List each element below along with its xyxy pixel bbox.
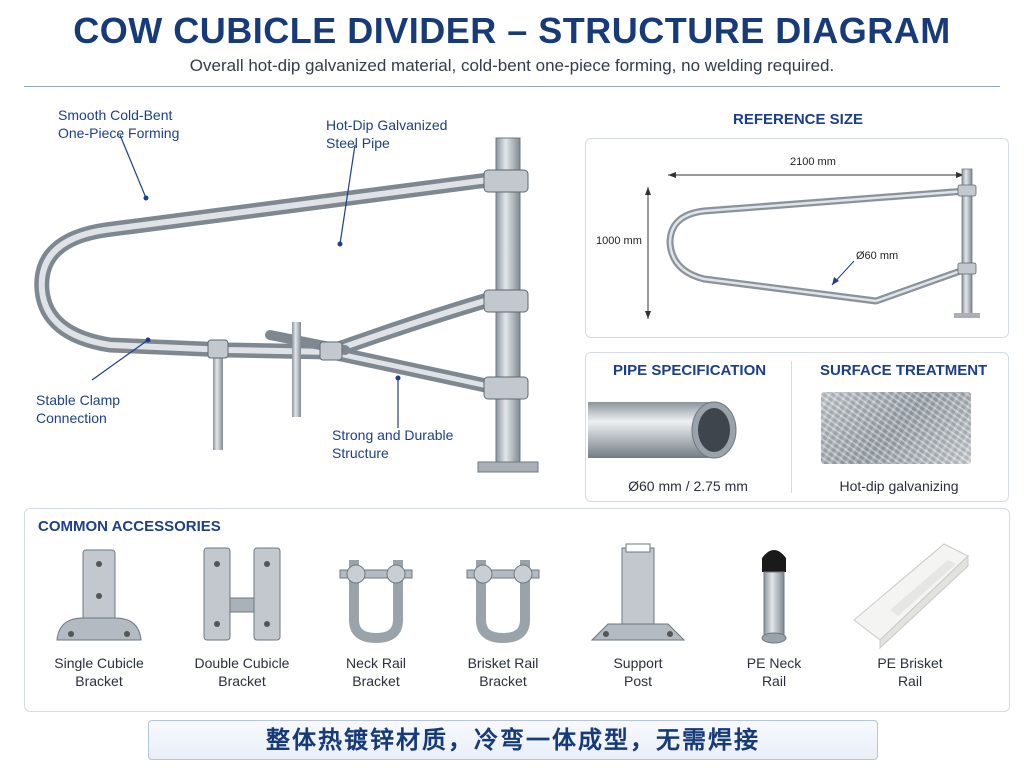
accessories-title: COMMON ACCESSORIES (38, 518, 221, 535)
diameter-label: Ø60 mm (856, 250, 899, 262)
accessory-double-cubicle-bracket: Double Cubicle Bracket (182, 540, 302, 690)
header-divider (24, 86, 1000, 87)
accessory-pe-brisket-rail: PE Brisket Rail (850, 540, 970, 690)
reference-size-drawing (645, 168, 980, 319)
clamp (319, 341, 343, 361)
callout-strong: Strong and Durable Structure (332, 427, 454, 461)
clamp (483, 376, 529, 400)
pe-brisket-rail-icon (853, 543, 969, 650)
accessory-brisket-rail-bracket: Brisket Rail Bracket (443, 540, 563, 690)
accessory-single-cubicle-bracket: Single Cubicle Bracket (39, 540, 159, 690)
chinese-summary-banner: 整体热镀锌材质，冷弯一体成型，无需焊接 (148, 720, 878, 760)
single-bracket-icon (56, 549, 142, 641)
height-dimension-label: 1000 mm (596, 235, 642, 247)
clamp (483, 169, 529, 193)
accessory-support-post: Support Post (578, 540, 698, 690)
short-post-left (213, 350, 223, 450)
accessory-pe-neck-rail: PE Neck Rail (714, 540, 834, 690)
cubicle-divider-illustration (34, 134, 539, 473)
double-bracket-icon (203, 547, 281, 641)
page-title: COW CUBICLE DIVIDER – STRUCTURE DIAGRAM (73, 10, 951, 51)
brisket-bracket-icon (466, 560, 540, 643)
reference-size-panel (585, 138, 1009, 338)
galvanized-surface-swatch (821, 392, 971, 464)
base-plate (477, 461, 539, 473)
short-post-mid (292, 322, 301, 417)
support-post-icon (590, 543, 686, 641)
clamp (207, 339, 229, 359)
u-rail-pipe (34, 172, 496, 360)
accessories-panel (24, 508, 1010, 712)
pipe-cross-section-image (588, 401, 737, 459)
surface-treatment-title: SURFACE TREATMENT (820, 362, 988, 379)
spec-divider (791, 361, 792, 493)
width-dimension-label: 2100 mm (790, 156, 836, 168)
accessory-neck-rail-bracket: Neck Rail Bracket (316, 540, 436, 690)
pipe-spec-title: PIPE SPECIFICATION (613, 362, 767, 379)
page-subtitle: Overall hot-dip galvanized material, col… (189, 56, 835, 75)
neck-bracket-icon (339, 560, 413, 643)
callout-clamp: Stable Clamp Connection (36, 392, 121, 426)
surface-treatment-caption: Hot-dip galvanizing (839, 478, 959, 494)
pipe-spec-caption: Ø60 mm / 2.75 mm (628, 478, 748, 494)
clamp (483, 289, 529, 313)
reference-size-title: REFERENCE SIZE (733, 111, 864, 128)
callout-smooth-bent: Smooth Cold-Bent One-Piece Forming (58, 107, 180, 141)
callout-hot-dip: Hot-Dip Galvanized Steel Pipe (326, 117, 448, 151)
pe-neck-rail-icon (761, 550, 787, 644)
